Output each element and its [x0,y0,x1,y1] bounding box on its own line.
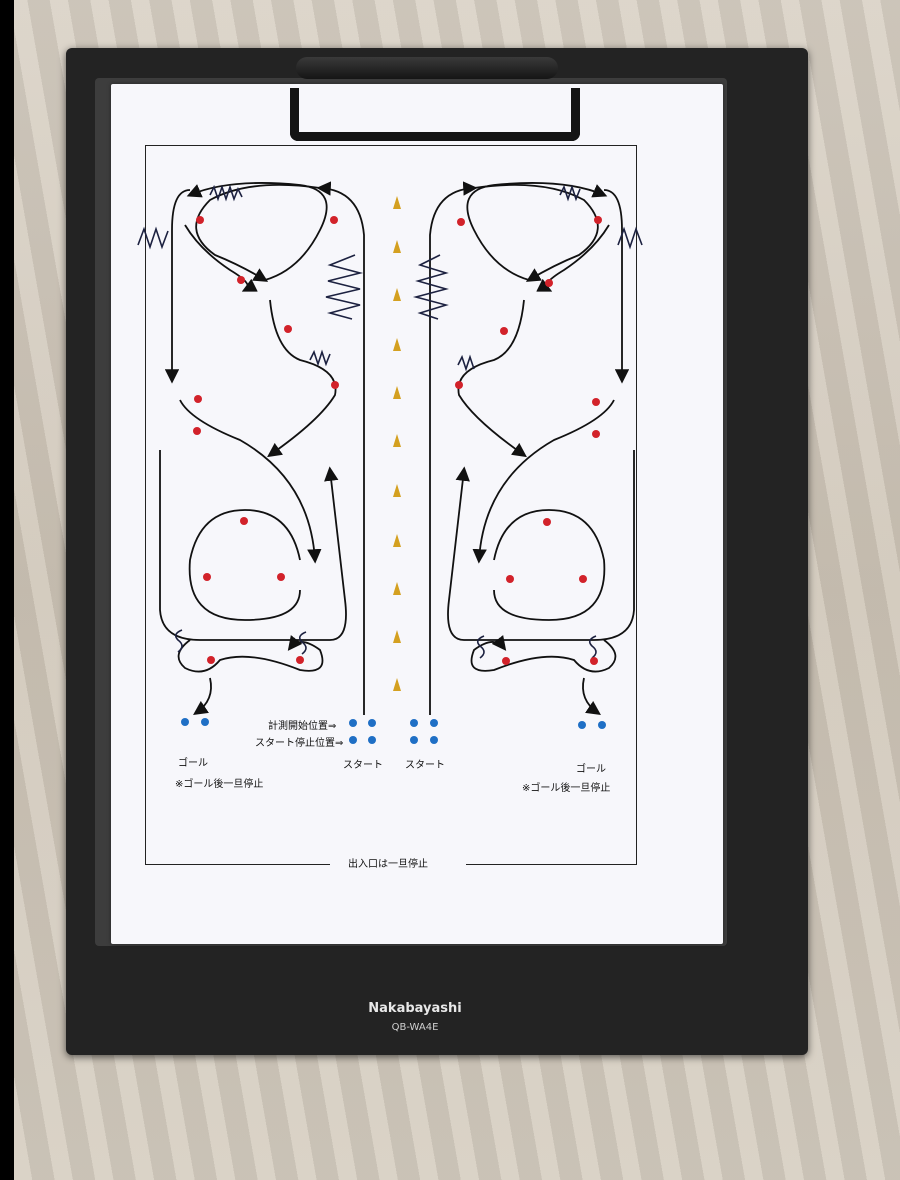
right-u-turn [470,635,617,673]
red-marker [500,327,508,335]
goal-marker-right [578,721,586,729]
red-marker [502,657,510,665]
red-marker [545,279,553,287]
measure-start-marker [349,719,357,727]
red-marker [592,430,600,438]
right-start-marker [430,719,438,727]
left-hand-s-1 [174,629,183,653]
goal-note-right: ※ゴール後一旦停止 [522,783,611,794]
left-hand-s-2 [298,631,307,655]
goal-marker-right [598,721,606,729]
left-goal-arrow [193,677,212,716]
red-marker [277,573,285,581]
pylon [393,338,401,351]
right-top-scribble [559,184,581,202]
red-marker [196,216,204,224]
pylon [393,288,401,301]
right-top-loop [473,184,599,282]
right-start-lane [429,181,478,715]
left-top-scribble [209,184,243,202]
red-marker [455,381,463,389]
left-outer-lane [164,189,191,384]
red-marker [543,518,551,526]
right-outer-return [447,450,635,641]
pylon [393,434,401,447]
red-marker [330,216,338,224]
red-marker [579,575,587,583]
left-mid-curve [267,299,337,458]
right-center-spring [412,254,450,320]
left-center-spring [325,254,364,320]
goal-marker-left [181,718,189,726]
right-mid-scribble [457,354,475,372]
red-marker [207,656,215,664]
brand-logo: Nakabayashi [368,1001,462,1016]
measure-start-marker [368,719,376,727]
right-start-marker [410,719,418,727]
red-marker [193,427,201,435]
goal-marker-left [201,718,209,726]
right-edge-scribble [617,226,643,250]
start-label-left: スタート [343,760,383,771]
pylon [393,484,401,497]
exit-note: 出入口は一旦停止 [348,859,428,870]
right-hand-s-1 [476,635,485,659]
start-stop-marker [349,736,357,744]
left-s-curve [179,399,322,564]
red-marker [592,398,600,406]
model-number: QB-WA4E [391,1022,439,1033]
start-stop-label: スタート停止位置⇒ [255,738,344,749]
pylon [393,582,401,595]
left-start-lane [316,181,365,715]
right-start-marker [410,736,418,744]
course-sheet [111,84,723,944]
right-goal-arrow [582,677,601,716]
pylon [393,386,401,399]
right-outer-lane [603,189,630,384]
right-small-loop [536,224,610,292]
left-mid-scribble [309,349,331,367]
red-marker [590,657,598,665]
right-lower-loop [493,509,606,621]
measure-start-label: 計測開始位置⇒ [268,721,337,732]
left-lower-loop [188,509,301,621]
red-marker [203,573,211,581]
right-s-curve [472,399,615,564]
red-marker [594,216,602,224]
red-marker [194,395,202,403]
clip-bar [296,57,558,79]
red-marker [331,381,339,389]
right-start-marker [430,736,438,744]
right-upper-hairpin [466,182,608,281]
goal-label-right: ゴール [576,764,606,775]
pylon [393,678,401,691]
red-marker [240,517,248,525]
left-u-turn [177,635,324,673]
left-outer-return [159,450,347,641]
red-marker [237,276,245,284]
right-hand-s-2 [588,635,597,659]
red-marker [296,656,304,664]
goal-label-left: ゴール [178,758,208,769]
right-mid-curve [457,299,527,458]
left-upper-hairpin [186,182,328,281]
pylon [393,240,401,253]
start-stop-marker [368,736,376,744]
clip-lever [290,88,580,141]
left-small-loop [184,224,258,292]
pylon [393,196,401,209]
pylon [393,534,401,547]
red-marker [457,218,465,226]
left-edge-scribble [137,226,169,250]
left-top-loop [195,184,321,282]
pylon [393,630,401,643]
red-marker [506,575,514,583]
goal-note-left: ※ゴール後一旦停止 [175,779,264,790]
red-marker [284,325,292,333]
start-label-right: スタート [405,760,445,771]
